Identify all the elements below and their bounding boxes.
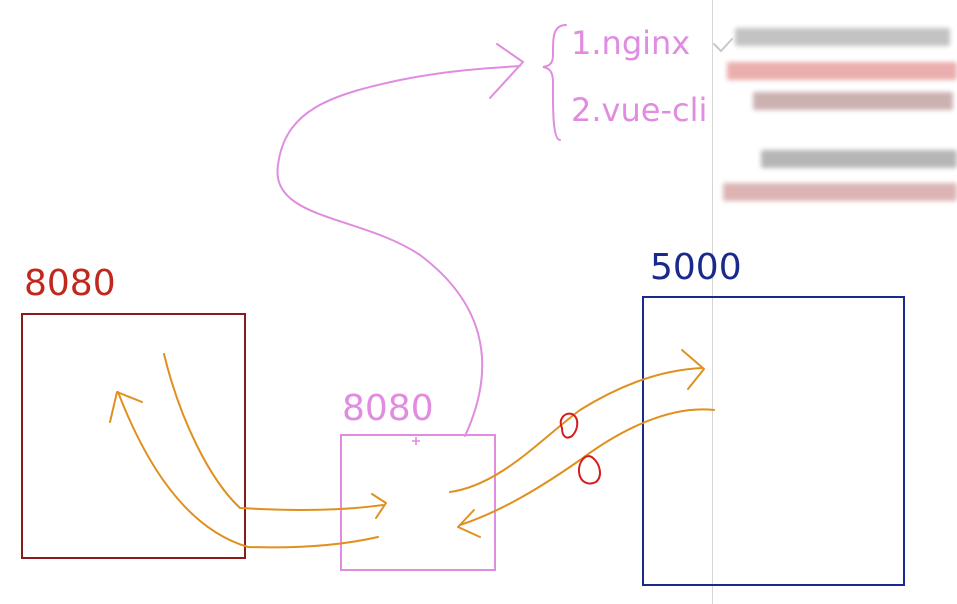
- middle-server-box: [340, 434, 496, 571]
- blurred-row: [727, 62, 957, 80]
- left-server-port-label: 8080: [24, 263, 116, 304]
- proxy-curve-arrowhead: [489, 43, 524, 99]
- window-edge-divider: [712, 0, 713, 604]
- right-server-port-label: 5000: [650, 247, 742, 288]
- middle-server-port-label: 8080: [342, 388, 434, 429]
- blurred-row: [735, 28, 950, 46]
- left-server-box: [21, 313, 246, 559]
- blurred-row: [723, 183, 957, 201]
- option-nginx-label: 1.nginx: [571, 24, 691, 62]
- left-return-arrow: [163, 353, 384, 511]
- blocked-mark-lower: [577, 455, 601, 485]
- left-request-arrow: [117, 391, 379, 549]
- mid-to-right-arrow: [449, 367, 703, 493]
- right-to-mid-arrowhead: [457, 509, 481, 538]
- checkmark-icon: [713, 38, 733, 53]
- left-return-arrowhead: [371, 493, 387, 519]
- middle-box-tick: [412, 437, 420, 445]
- right-server-box: [642, 296, 905, 586]
- proxy-curve: [276, 65, 521, 437]
- blocked-mark-upper: [559, 412, 579, 439]
- blurred-row: [761, 150, 957, 168]
- right-to-mid-arrow: [459, 408, 715, 526]
- blurred-background-panel: [713, 0, 957, 240]
- left-request-arrowhead: [109, 391, 143, 423]
- mid-to-right-arrowhead: [681, 349, 705, 390]
- blurred-row: [753, 92, 953, 110]
- options-brace: [542, 24, 567, 141]
- option-vue-cli-label: 2.vue-cli: [571, 91, 708, 129]
